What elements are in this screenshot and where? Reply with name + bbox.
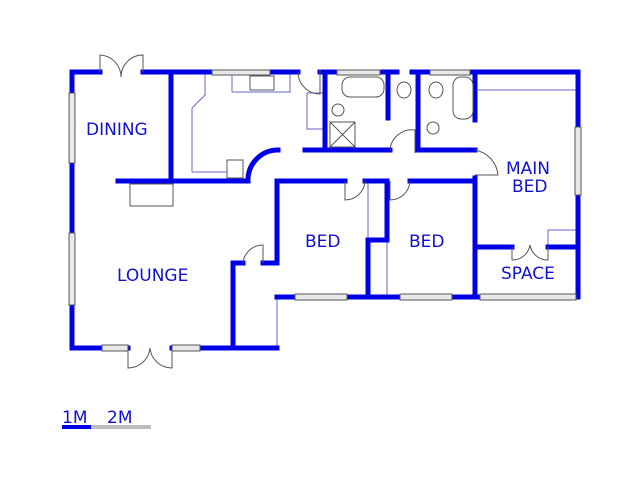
bathtub-icon <box>452 76 474 120</box>
room-label-lounge: LOUNGE <box>117 266 188 286</box>
fixtures <box>129 75 474 207</box>
toilet-icon <box>428 81 444 99</box>
scale-label-2m: 2M <box>107 408 132 428</box>
bathtub-icon <box>341 76 385 98</box>
basin-icon <box>331 103 345 117</box>
scale-bar: 1M 2M <box>62 408 151 429</box>
basin-icon <box>426 121 440 135</box>
scale-label-1m: 1M <box>62 408 87 428</box>
room-label-space: SPACE <box>501 264 555 284</box>
toilet-icon <box>396 81 412 99</box>
fireplace-icon <box>129 183 174 207</box>
kitchen-counter <box>191 74 578 348</box>
room-label-bed: BED <box>409 232 445 252</box>
windows <box>68 69 582 352</box>
sink-icon <box>249 75 275 91</box>
doors <box>99 54 549 369</box>
room-label-bed: BED <box>305 232 341 252</box>
room-label-main-bed: BED <box>512 177 548 197</box>
room-label-dining: DINING <box>86 120 148 140</box>
stove-icon <box>226 159 244 179</box>
room-label-main-bed: MAIN <box>506 159 550 179</box>
walls <box>69 69 581 351</box>
